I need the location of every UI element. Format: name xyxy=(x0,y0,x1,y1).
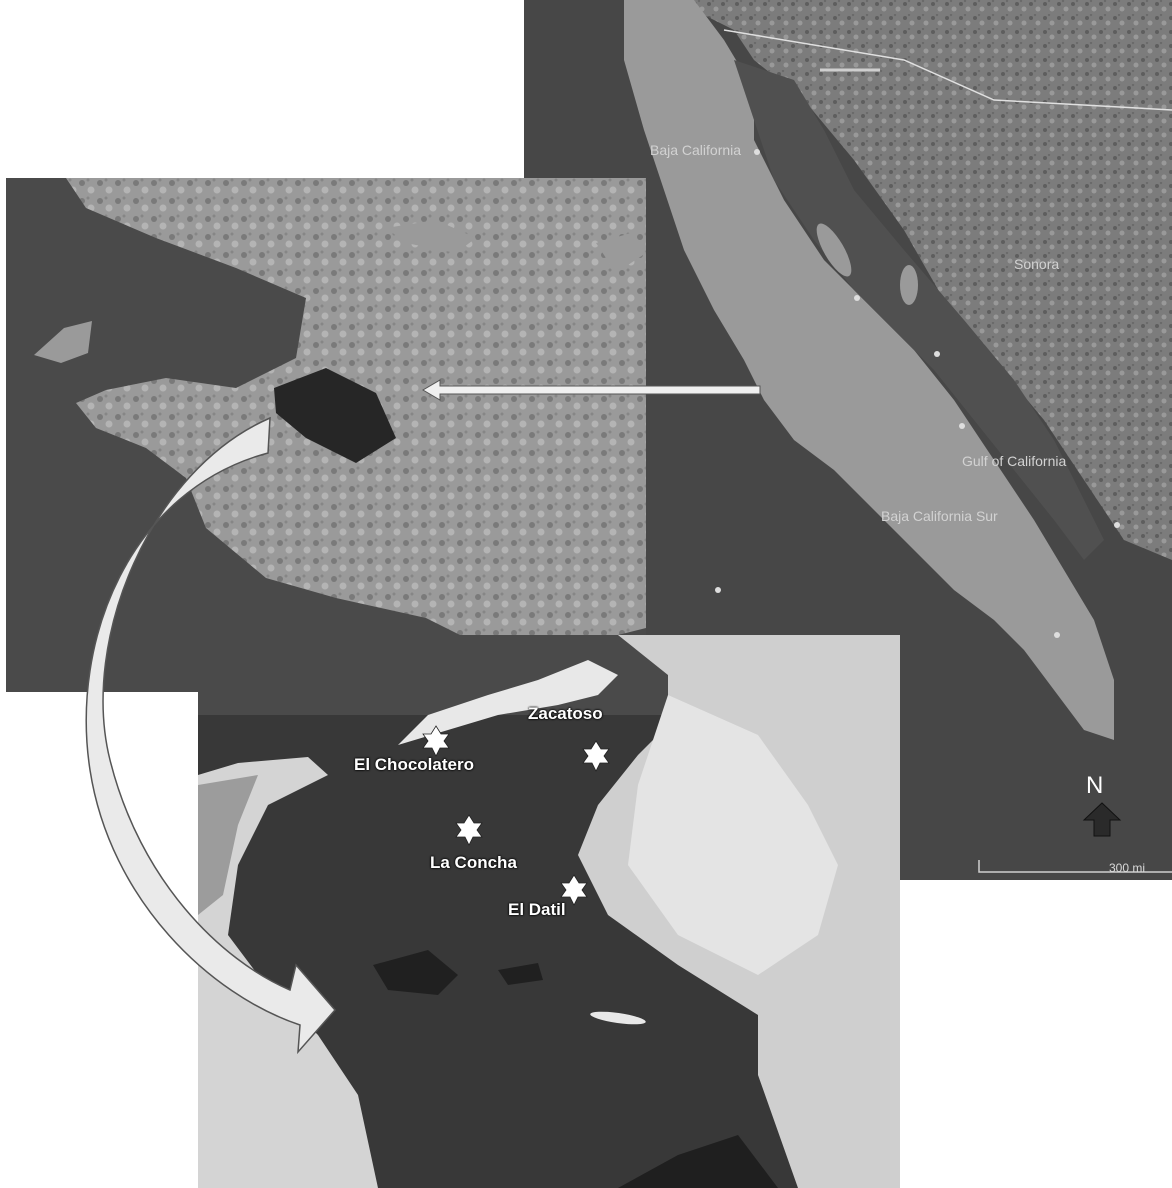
site-label-el-chocolatero: El Chocolatero xyxy=(354,755,474,774)
label-baja-california: Baja California xyxy=(650,142,742,158)
site-label-la-concha: La Concha xyxy=(430,853,517,872)
site-label-zacatoso: Zacatoso xyxy=(528,704,603,723)
label-sonora: Sonora xyxy=(1014,256,1060,272)
peninsula-map-image xyxy=(6,178,646,692)
peninsula-map xyxy=(6,178,646,692)
label-baja-california-sur: Baja California Sur xyxy=(881,508,998,524)
site-label-el-datil: El Datil xyxy=(508,900,566,919)
north-label: N xyxy=(1086,772,1104,799)
scale-label: 300 mi xyxy=(1109,861,1146,875)
label-gulf-of-california: Gulf of California xyxy=(962,453,1067,469)
lagoon-map: El Chocolatero Zacatoso La Concha El Dat… xyxy=(198,635,900,1188)
